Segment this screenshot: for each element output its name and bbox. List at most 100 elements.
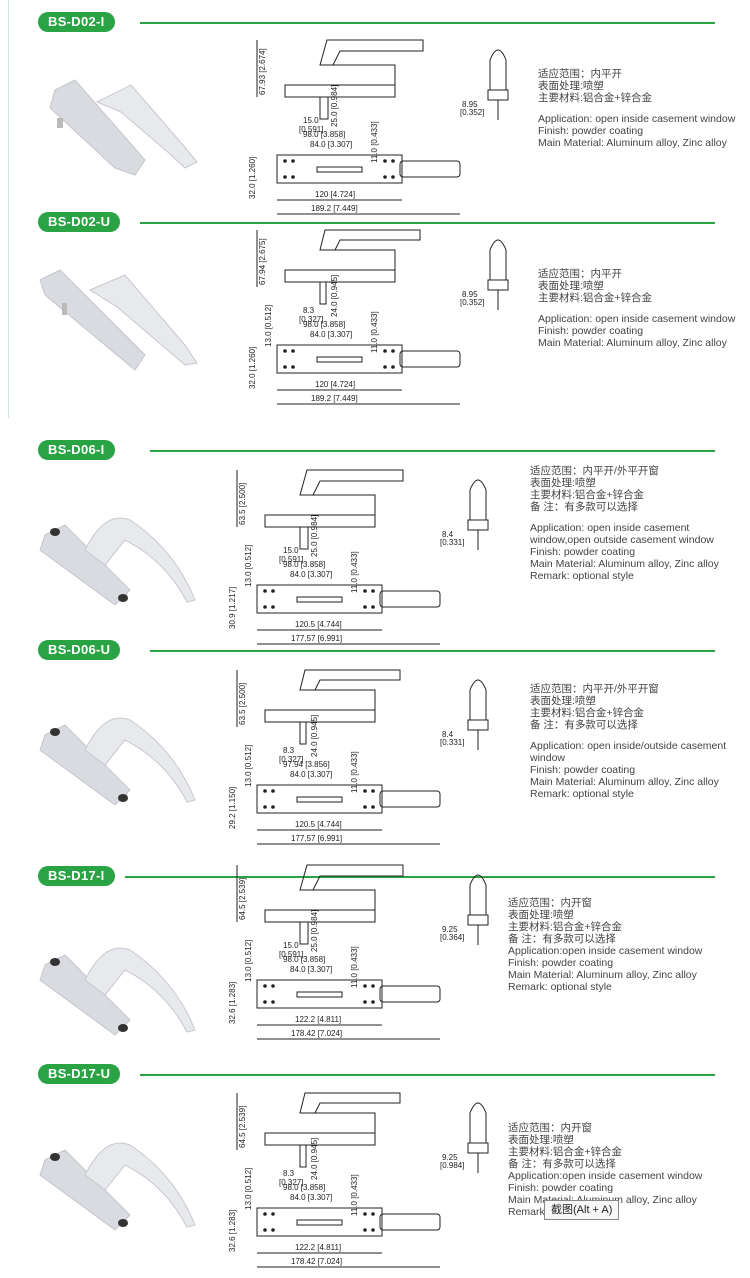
- elevation-rose: [284, 84, 396, 98]
- lever-plan: [379, 1213, 441, 1231]
- spindle-label-inch: [0.327]: [299, 315, 323, 324]
- end-label: 8.4: [442, 730, 454, 739]
- screw-cap-top: [50, 528, 60, 536]
- end-label: 8.95: [462, 100, 478, 109]
- plate-width-label: 97.94 [3.856]: [283, 760, 330, 769]
- spec-cn-line: 表面处理:喷塑: [538, 80, 604, 92]
- drawing-svg: 63.5 [2.500]15.0[0.591]25.0 [0.984]98.0 …: [228, 469, 489, 645]
- screw-hole: [363, 984, 367, 988]
- screw-hole: [371, 1000, 375, 1004]
- product-photo: [35, 490, 210, 640]
- elevation-outline: [265, 669, 401, 711]
- spec-block: 适应范围：内平开/外平开窗表面处理:喷塑主要材料:铝合金+锌合金备 注：有多款可…: [530, 465, 745, 582]
- overall-length-label: 189.2 [7.449]: [311, 204, 358, 213]
- screw-hole: [271, 605, 275, 609]
- spec-cn-line: 主要材料:铝合金+锌合金: [538, 292, 653, 304]
- spec-cn-line: 表面处理:喷塑: [530, 477, 596, 489]
- handle-lever: [84, 947, 196, 1033]
- plate-length-label: 120.5 [4.744]: [295, 820, 342, 829]
- spec-en-line: Finish: powder coating: [508, 1182, 614, 1194]
- plate-offset-label: 13.0 [0.512]: [244, 745, 253, 787]
- spec-cn-line: 适应范围：内平开/外平开窗: [530, 683, 659, 695]
- screw-hole: [383, 349, 387, 353]
- spec-cn-line: 适应范围：内平开: [538, 268, 622, 280]
- handle-lever: [88, 274, 198, 366]
- spec-en-line: Finish: powder coating: [530, 764, 636, 776]
- end-label-inch: [0.984]: [440, 1161, 464, 1170]
- handle-photo: [39, 517, 196, 606]
- screw-hole: [271, 589, 275, 593]
- screw-hole: [271, 789, 275, 793]
- plate-thick-label: 11.0 [0.433]: [370, 311, 379, 353]
- spindle-label: 15.0: [283, 546, 299, 555]
- plate-inner-label: 84.0 [3.307]: [310, 330, 352, 339]
- screw-hole: [263, 984, 267, 988]
- end-label: 8.4: [442, 530, 454, 539]
- end-label: 8.95: [462, 290, 478, 299]
- plate-offset-label: 13.0 [0.512]: [244, 545, 253, 587]
- elevation-outline: [285, 229, 421, 271]
- spec-cn-line: 备 注：有多款可以选择: [508, 933, 616, 945]
- technical-drawing: 67.93 [2.674]15.0[0.591]25.0 [0.984]98.0…: [245, 35, 525, 225]
- end-view: [489, 49, 507, 91]
- handle-photo: [39, 1142, 196, 1231]
- spindle-label-inch: [0.327]: [279, 1178, 303, 1187]
- plate-inner-label: 84.0 [3.307]: [290, 570, 332, 579]
- handle-lever: [95, 84, 198, 169]
- spec-en-line: Application:open inside casement window: [508, 1170, 703, 1182]
- screw-hole: [271, 1000, 275, 1004]
- spec-en-line: Application: open inside casement window…: [530, 522, 714, 546]
- spindle-label-inch: [0.591]: [279, 950, 303, 959]
- screw-hole: [271, 1228, 275, 1232]
- plate-length-label: 122.2 [4.811]: [295, 1015, 341, 1024]
- screw-hole: [363, 1000, 367, 1004]
- screw-hole: [383, 159, 387, 163]
- section-divider: [150, 450, 715, 452]
- plate-outline: [256, 979, 383, 1009]
- end-view: [469, 679, 487, 721]
- plate-inner-label: 84.0 [3.307]: [290, 770, 332, 779]
- screw-hole: [271, 984, 275, 988]
- spec-en-line: Main Material: Aluminum alloy, Zinc allo…: [538, 137, 727, 149]
- plate-slot: [296, 991, 343, 998]
- spec-cn-line: 表面处理:喷塑: [530, 695, 596, 707]
- spec-en-line: Finish: powder coating: [508, 957, 614, 969]
- side-label: 25.0 [0.984]: [310, 515, 319, 557]
- end-view-base: [467, 914, 489, 926]
- spindle-label: 15.0: [283, 941, 299, 950]
- screw-hole: [363, 805, 367, 809]
- overall-length-label: 177.57 [6.991]: [291, 634, 342, 643]
- technical-drawing: 64.5 [2.539]15.0[0.591]25.0 [0.984]98.0 …: [225, 860, 505, 1050]
- section-divider: [150, 650, 715, 652]
- side-label: 25.0 [0.984]: [330, 85, 339, 127]
- handle-lever: [84, 717, 196, 803]
- screw-cap-bottom: [118, 1024, 128, 1032]
- screw-hole: [263, 1228, 267, 1232]
- end-label: 9.25: [442, 1153, 458, 1162]
- lever-plan: [399, 350, 461, 368]
- plate-offset-label: 13.0 [0.512]: [264, 305, 273, 347]
- screw-hole: [391, 175, 395, 179]
- screw-hole: [291, 349, 295, 353]
- spec-cn-line: 备 注：有多款可以选择: [530, 719, 638, 731]
- spec-cn-line: 主要材料:铝合金+锌合金: [508, 1146, 623, 1158]
- spindle-label: 15.0: [303, 116, 319, 125]
- elevation-spindle: [299, 721, 307, 745]
- plate-outline: [256, 584, 383, 614]
- lever-plan: [379, 590, 441, 608]
- elevation-rose: [264, 1132, 376, 1146]
- screw-hole: [371, 984, 375, 988]
- lever-plan: [379, 790, 441, 808]
- product-code-badge: BS-D17-I: [38, 866, 115, 886]
- drawing-svg: 64.5 [2.539]8.3[0.327]24.0 [0.945]98.0 […: [228, 1092, 489, 1268]
- plate-outline: [276, 344, 403, 374]
- screw-hole: [363, 1212, 367, 1216]
- height-label: 63.5 [2.500]: [238, 483, 247, 525]
- spec-gap: [530, 731, 745, 740]
- side-label: 24.0 [0.945]: [330, 275, 339, 317]
- technical-drawing: 67.94 [2.675]8.3[0.327]24.0 [0.945]98.0 …: [245, 225, 525, 415]
- plate-height-label: 32.0 [1.260]: [248, 347, 257, 389]
- product-code-badge: BS-D06-U: [38, 640, 121, 660]
- plate-slot: [316, 356, 363, 363]
